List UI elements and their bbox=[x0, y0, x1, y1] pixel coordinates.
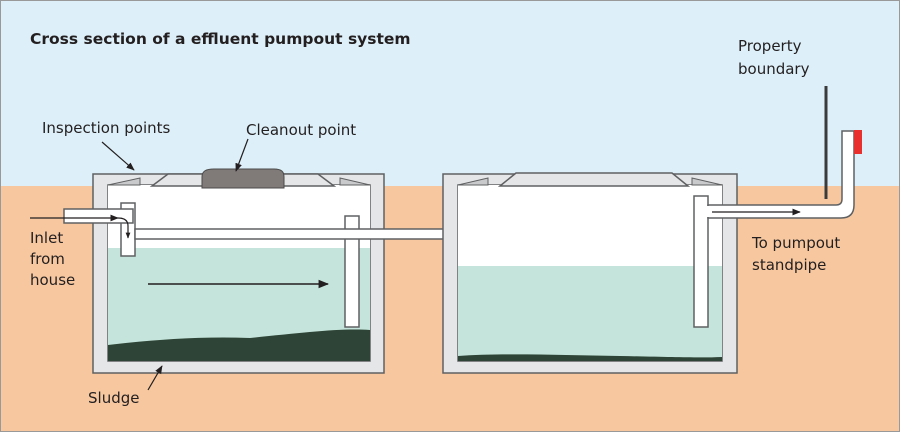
pump-tank bbox=[442, 172, 738, 374]
inlet-label-line-2: from bbox=[30, 250, 65, 268]
inspection-points-leader bbox=[101, 141, 135, 171]
inlet-label-line-3: house bbox=[30, 271, 75, 289]
tank-1-lid-lip-left bbox=[107, 177, 141, 186]
tank-2-lid-lip-right bbox=[691, 177, 723, 186]
connecting-pipe bbox=[134, 228, 486, 240]
tank-1-lid-lip-right bbox=[339, 177, 371, 186]
property-boundary-label: Property boundary bbox=[738, 37, 810, 78]
standpipe-cap bbox=[854, 130, 862, 154]
inlet-down-arrow bbox=[117, 217, 131, 239]
septic-tank bbox=[63, 168, 385, 374]
inlet-pipe bbox=[63, 208, 134, 224]
inlet-label: Inlet from house bbox=[30, 229, 75, 289]
sky bbox=[0, 0, 900, 186]
to-pumpout-line-1: To pumpout bbox=[751, 234, 840, 252]
connecting-pipe-wall-gap bbox=[371, 230, 383, 238]
inspection-points-label: Inspection points bbox=[42, 119, 170, 137]
property-boundary-line-1: Property bbox=[738, 37, 802, 55]
cleanout-cap bbox=[201, 168, 285, 189]
sludge-leader bbox=[147, 365, 163, 391]
tank-2-sludge bbox=[458, 354, 722, 361]
property-boundary-line-2: boundary bbox=[738, 60, 810, 78]
tank-1-sludge bbox=[108, 329, 370, 361]
tank-2-effluent bbox=[458, 266, 722, 361]
cleanout-point-leader bbox=[235, 138, 249, 172]
to-pumpout-line-2: standpipe bbox=[752, 256, 826, 274]
tank-2-lid-lip-left bbox=[457, 177, 489, 186]
cleanout-point-label: Cleanout point bbox=[246, 121, 356, 139]
inspection-point-2 bbox=[497, 172, 691, 187]
diagram-title: Cross section of a effluent pumpout syst… bbox=[30, 30, 411, 48]
pump-outlet-pipe-vertical bbox=[693, 195, 709, 328]
to-pumpout-label: To pumpout standpipe bbox=[751, 234, 845, 274]
sludge-label: Sludge bbox=[88, 389, 139, 407]
outlet-pipe-vertical bbox=[344, 215, 360, 328]
inlet-label-line-1: Inlet bbox=[30, 229, 63, 247]
